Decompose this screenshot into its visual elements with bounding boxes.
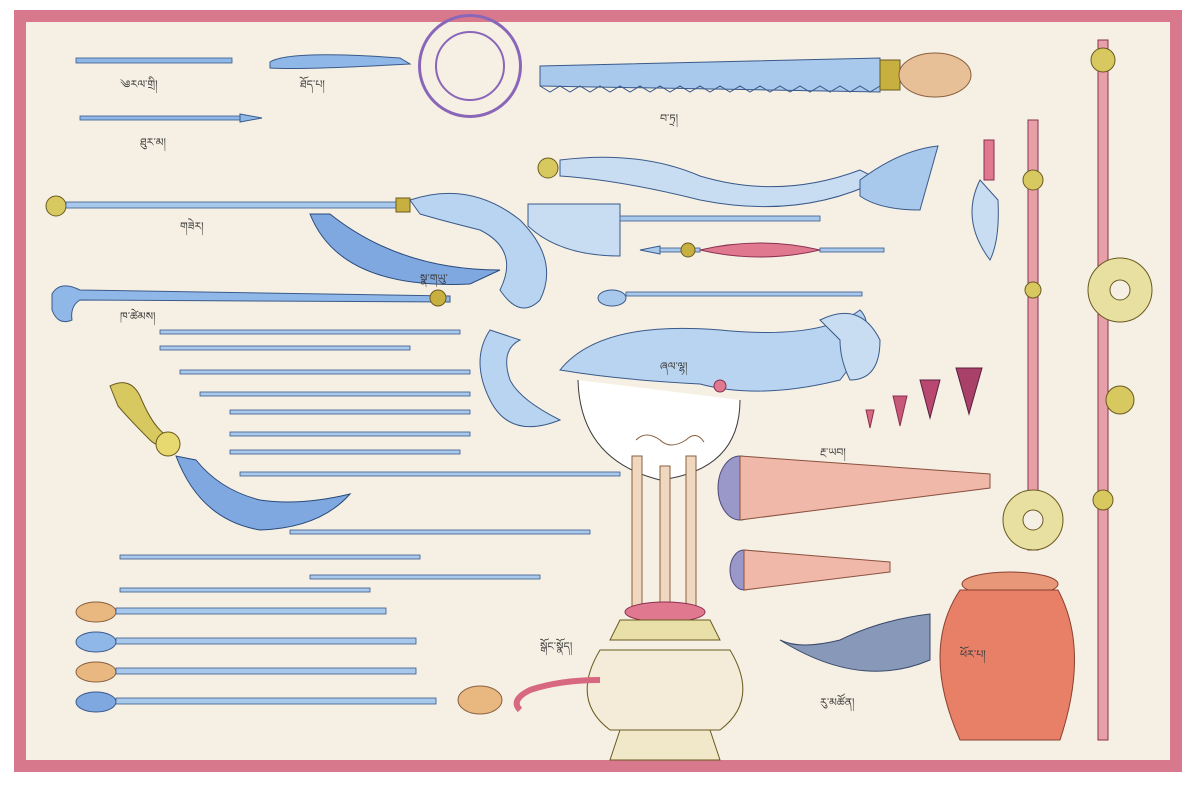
label-cones: རྔ་ཡབ།: [820, 446, 846, 459]
pink-horn-small: [729, 549, 891, 591]
seal-inner-ring: [435, 31, 505, 101]
label-probe: ཐུར་མ།: [140, 136, 166, 149]
label-face: ཞལ་ལྷ།: [660, 360, 688, 373]
label-horn: རུ་མཚོན།: [820, 696, 855, 709]
label-vessel: སྒོང་སྣོད།: [540, 640, 573, 653]
ornate-curved-knife: [109, 382, 352, 531]
face-diagram: [479, 309, 881, 481]
needle-set: [119, 329, 621, 593]
ornate-vessel: [457, 601, 744, 761]
cupping-cones: [865, 367, 983, 429]
pink-spearhead: [639, 242, 885, 258]
vertical-rod-right: [1087, 39, 1153, 741]
clay-pot: [939, 571, 1075, 741]
thin-probes-top-left: [75, 54, 412, 123]
label-pot: ཕོར་པ།: [960, 648, 986, 661]
label-sickle: སྣ་གཡུ་: [420, 272, 448, 285]
blue-horn: [779, 613, 931, 672]
pink-horn-large: [717, 455, 991, 521]
label-saw: བ་ཏྲ།: [660, 112, 679, 125]
library-seal: [418, 14, 522, 118]
saw-illustration: [539, 52, 972, 98]
vertical-rod-left: [1002, 119, 1064, 551]
label-hook: ཁ་ཚེམས།: [120, 310, 156, 323]
spatula-gold-handle: [45, 195, 411, 217]
sickle-blade: [309, 192, 548, 309]
label-blade: ༄རལ་གྲི།: [120, 78, 158, 91]
curved-blade-center: [527, 145, 939, 257]
spoon-probe: [597, 289, 863, 307]
label-skull: ཐོད་པ།: [300, 78, 325, 91]
pink-curved-knife: [971, 139, 999, 261]
hooked-probe: [51, 285, 451, 323]
tool-handles-bottom-left: [75, 601, 437, 713]
label-spatula: གཟེར།: [180, 220, 204, 233]
